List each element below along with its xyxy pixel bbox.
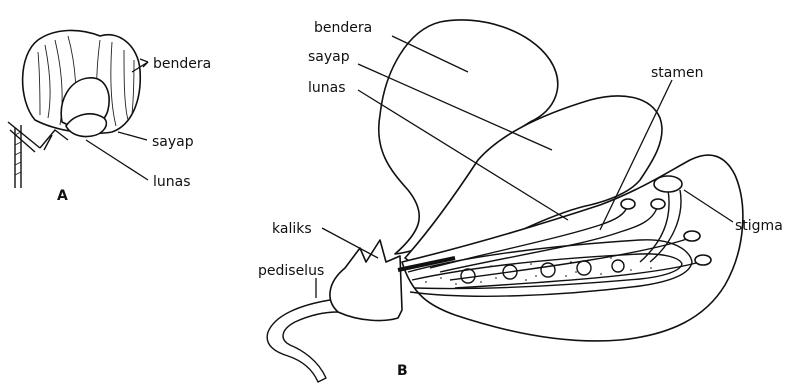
leader-lunas-a (86, 140, 148, 180)
label-sayap-a: sayap (152, 134, 194, 150)
label-kaliks-b: kaliks (272, 221, 312, 237)
pedicel-b (267, 300, 338, 382)
caption-a: A (57, 188, 68, 204)
label-pediselus-b: pediselus (258, 263, 324, 279)
label-sayap-b: sayap (308, 49, 350, 65)
label-stigma-b: stigma (735, 218, 783, 234)
label-stamen-b: stamen (651, 65, 704, 81)
leader-kaliks-b (322, 228, 378, 258)
label-lunas-a: lunas (153, 174, 191, 190)
caption-b: B (397, 363, 408, 379)
flower-whole-drawing (8, 30, 140, 188)
label-bendera-a: bendera (153, 56, 211, 72)
leader-sayap-a (118, 132, 147, 140)
label-lunas-b: lunas (308, 80, 346, 96)
label-bendera-b: bendera (314, 20, 372, 36)
stigma-b (654, 176, 682, 192)
